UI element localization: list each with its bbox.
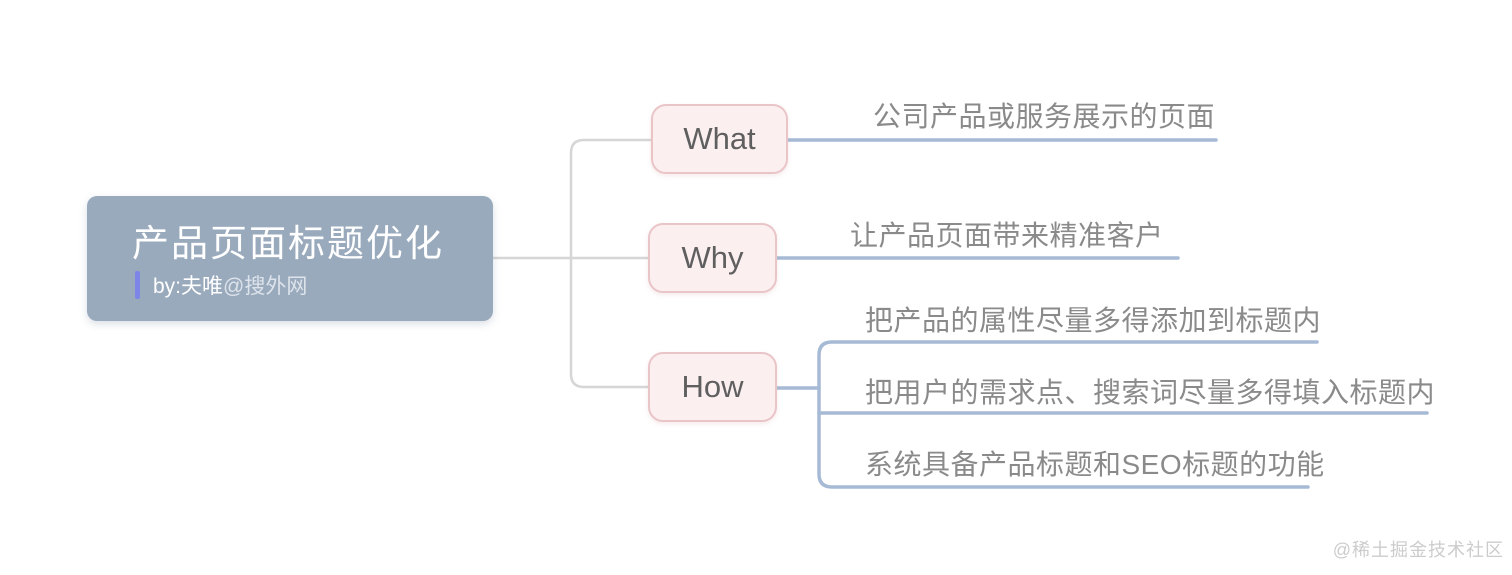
byline-site: @搜外网 bbox=[223, 275, 308, 298]
byline-author: by:夫唯 bbox=[153, 275, 224, 298]
root-byline: by:夫唯 @搜外网 bbox=[135, 270, 307, 300]
leaf-how-1[interactable]: 把产品的属性尽量多得添加到标题内 bbox=[865, 305, 1322, 336]
branch-node-how[interactable]: How bbox=[648, 352, 777, 422]
watermark: @稀土掘金技术社区 bbox=[1332, 540, 1504, 560]
leaf-how-2[interactable]: 把用户的需求点、搜索词尽量多得填入标题内 bbox=[865, 377, 1436, 408]
branch-node-why[interactable]: Why bbox=[648, 223, 777, 293]
root-node[interactable]: 产品页面标题优化 by:夫唯 @搜外网 bbox=[87, 196, 493, 321]
branch-label-why: Why bbox=[681, 240, 744, 275]
leaf-how-3[interactable]: 系统具备产品标题和SEO标题的功能 bbox=[865, 449, 1325, 480]
connector-root-spine bbox=[569, 138, 652, 389]
branch-label-what: What bbox=[683, 121, 756, 156]
branch-label-how: How bbox=[681, 369, 744, 404]
leaf-what-1[interactable]: 公司产品或服务展示的页面 bbox=[873, 101, 1216, 132]
leaf-why-1[interactable]: 让产品页面带来精准客户 bbox=[850, 220, 1164, 251]
byline-accent-bar bbox=[135, 271, 140, 299]
branch-node-what[interactable]: What bbox=[651, 104, 788, 174]
root-node-title: 产品页面标题优化 bbox=[132, 223, 444, 264]
